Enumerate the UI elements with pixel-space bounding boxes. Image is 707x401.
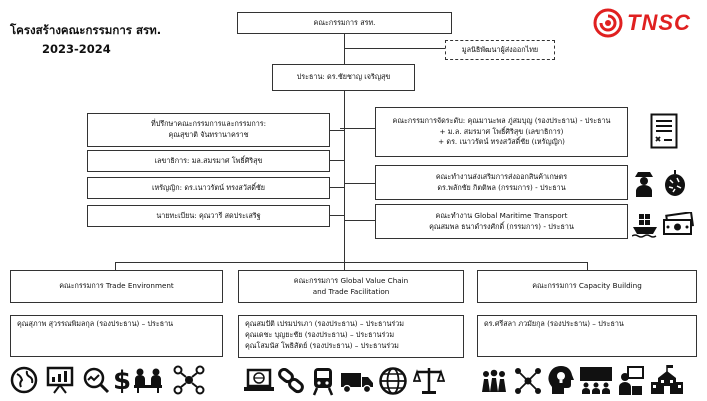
secretary-label: เลขาธิการ: มล.สมรมาศ โพธิ์ศิริสุข: [154, 155, 263, 165]
tnsc-logo: TNSC: [593, 8, 691, 38]
truck-icon: [340, 370, 374, 394]
globe-grid-icon: [378, 366, 408, 396]
secretary-box: เลขาธิการ: มล.สมรมาศ โพธิ์ศิริสุข: [87, 150, 330, 172]
advisor-title: ที่ปรึกษาคณะกรรมการและกรรมการ:: [150, 119, 267, 129]
document-checklist-icon: [650, 113, 678, 149]
dollar-icon: $: [113, 366, 132, 396]
presentation-chart-icon: [45, 365, 75, 395]
trade-env-member: คุณสุภาพ สุวรรณพิมลกุล (รองประธาน) – ประ…: [17, 319, 174, 328]
gvc-member-1: คุณสมปัติ เปรมปรเภา (รองประธาน) – ประธาน…: [245, 319, 405, 328]
exec-line-1: คณะกรรมการจัดระดับ: คุณมานะพล ภู่สมบุญ (…: [392, 115, 611, 125]
cash-icon: [662, 212, 694, 236]
capacity-box: คณะกรรมการ Capacity Building: [477, 270, 697, 303]
magnifier-analytics-icon: [82, 366, 110, 394]
foundation-label: มูลนิธิพัฒนาผู้ส่งออกไทย: [461, 44, 539, 54]
logo-text: TNSC: [627, 10, 691, 35]
farmer-icon: [632, 170, 656, 198]
capacity-label: คณะกรรมการ Capacity Building: [532, 281, 642, 291]
chain-link-icon: [277, 368, 305, 394]
laptop-globe-icon: [243, 368, 275, 394]
treasurer-box: เหรัญญิก: ดร.เนาวรัตน์ ทรงสวัสดิ์ชัย: [87, 177, 330, 199]
gmt-line-1: คณะทำงาน Global Maritime Transport: [435, 210, 568, 220]
agri-line-1: คณะทำงานส่งเสริมการส่งออกสินค้าเกษตร: [435, 171, 568, 181]
committee-label: คณะกรรมการ สรท.: [313, 17, 376, 27]
group-icon: [478, 368, 510, 394]
trade-env-label: คณะกรรมการ Trade Environment: [59, 281, 174, 291]
team-network-icon: [513, 366, 543, 396]
tnsc-swirl-logo-icon: [593, 8, 623, 38]
chart-title: โครงสร้างคณะกรรมการ สรท.: [10, 23, 162, 37]
advisor-box: ที่ปรึกษาคณะกรรมการและกรรมการ: คุณสุขาติ…: [87, 113, 330, 147]
exec-line-3: + ดร. เนาวรัตน์ ทรงสวัสดิ์ชัย (เหรัญญิก): [438, 137, 565, 147]
gvc-line-1: คณะกรรมการ Global Value Chain: [293, 275, 409, 285]
president-label: ประธาน: ดร.ชัยชาญ เจริญสุข: [296, 72, 391, 82]
gvc-member-3: คุณโสมนัส โพธิสัตย์ (รองประธาน) – ประธาน…: [245, 340, 399, 350]
head-bulb-icon: [546, 365, 574, 395]
foundation-box: มูลนิธิพัฒนาผู้ส่งออกไทย: [445, 40, 555, 60]
advisor-name: คุณสุขาติ จันทรานาคราช: [168, 130, 249, 139]
capacity-members-box: ดร.ศรีสลา ภวมัยกุล (รองประธาน) – ประธาน: [477, 315, 697, 357]
train-icon: [312, 366, 334, 396]
registrar-label: นายทะเบียน: คุณวารี สดประเสริฐ: [156, 210, 261, 220]
durian-icon: [662, 170, 688, 198]
capacity-member: ดร.ศรีสลา ภวมัยกุล (รองประธาน) – ประธาน: [484, 319, 624, 328]
classroom-icon: [578, 366, 614, 394]
gvc-box: คณะกรรมการ Global Value Chain and Trade …: [238, 270, 464, 303]
chart-year: 2023-2024: [42, 42, 111, 56]
meeting-icon: [132, 366, 164, 394]
exec-line-2: + ม.ล. สมรมาศ โพธิ์ศิริสุข (เลขาธิการ): [439, 126, 564, 136]
agri-line-2: ดร.พลักชัย กิตติพล (กรรมการ) - ประธาน: [437, 182, 566, 192]
cargo-ship-icon: [632, 210, 658, 238]
trade-env-members-box: คุณสุภาพ สุวรรณพิมลกุล (รองประธาน) – ประ…: [10, 315, 223, 357]
treasurer-label: เหรัญญิก: ดร.เนาวรัตน์ ทรงสวัสดิ์ชัย: [151, 182, 266, 192]
gmt-line-2: คุณสมพล ธนาดำรงศักดิ์ (กรรมการ) - ประธาน: [429, 221, 574, 231]
scales-icon: [413, 365, 445, 395]
globe-icon: [10, 366, 38, 394]
agri-working-group-box: คณะทำงานส่งเสริมการส่งออกสินค้าเกษตร ดร.…: [375, 165, 628, 200]
gvc-line-2: and Trade Facilitation: [312, 286, 390, 296]
teacher-icon: [618, 366, 644, 396]
trade-env-box: คณะกรรมการ Trade Environment: [10, 270, 223, 303]
school-building-icon: [650, 364, 684, 396]
president-box: ประธาน: ดร.ชัยชาญ เจริญสุข: [272, 64, 415, 91]
registrar-box: นายทะเบียน: คุณวารี สดประเสริฐ: [87, 205, 330, 227]
gmt-working-group-box: คณะทำงาน Global Maritime Transport คุณสม…: [375, 204, 628, 239]
exec-committee-box: คณะกรรมการจัดระดับ: คุณมานะพล ภู่สมบุญ (…: [375, 107, 628, 157]
gvc-members-box: คุณสมปัติ เปรมปรเภา (รองประธาน) – ประธาน…: [238, 315, 464, 358]
committee-box: คณะกรรมการ สรท.: [237, 12, 452, 34]
network-people-icon: [172, 364, 206, 396]
gvc-member-2: คุณเดชะ บุญยะชัย (รองประธาน) – ประธานร่ว…: [245, 329, 395, 339]
